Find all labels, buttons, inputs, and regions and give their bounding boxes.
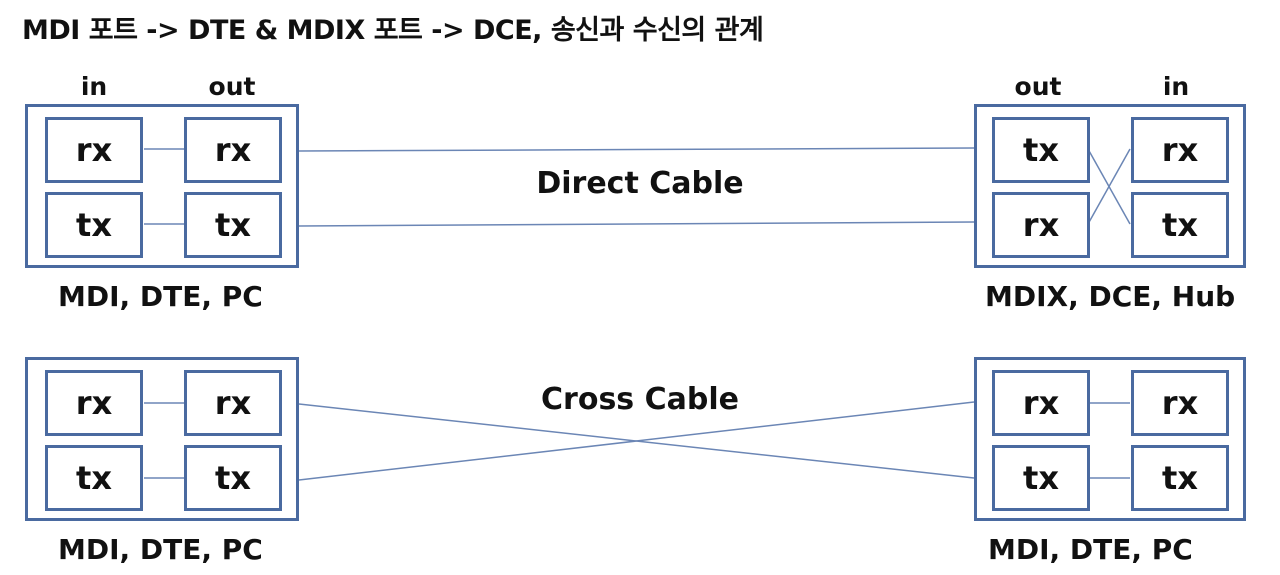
top-right-col-in-label: in bbox=[1162, 72, 1190, 101]
bottom-right-device: rx tx rx tx bbox=[974, 357, 1246, 521]
direct-cable-wire-2 bbox=[298, 221, 975, 227]
top-left-out-port-tx: tx bbox=[184, 192, 282, 258]
bottom-left-out-port-rx: rx bbox=[184, 370, 282, 436]
bottom-left-device: rx tx rx tx bbox=[25, 357, 299, 521]
top-left-col-in-label: in bbox=[80, 72, 108, 101]
top-left-out-port-rx: rx bbox=[184, 117, 282, 183]
bottom-left-in-port-rx: rx bbox=[45, 370, 143, 436]
top-right-out-port-rx: rx bbox=[992, 192, 1090, 258]
top-left-col-out-label: out bbox=[208, 72, 256, 101]
bottom-left-out-port-tx: tx bbox=[184, 445, 282, 511]
top-right-device: tx rx rx tx bbox=[974, 104, 1246, 268]
top-left-in-port-rx: rx bbox=[45, 117, 143, 183]
top-right-out-port-tx: tx bbox=[992, 117, 1090, 183]
bottom-right-device-label: MDI, DTE, PC bbox=[988, 533, 1193, 566]
cross-cable-label: Cross Cable bbox=[541, 382, 739, 417]
top-left-in-port-tx: tx bbox=[45, 192, 143, 258]
bottom-left-device-label: MDI, DTE, PC bbox=[58, 533, 263, 566]
bottom-right-in-port-rx: rx bbox=[1131, 370, 1229, 436]
bottom-right-in-port-tx: tx bbox=[1131, 445, 1229, 511]
bottom-left-in-port-tx: tx bbox=[45, 445, 143, 511]
top-right-in-port-tx: tx bbox=[1131, 192, 1229, 258]
top-left-device-label: MDI, DTE, PC bbox=[58, 280, 263, 313]
bottom-right-out-port-tx: tx bbox=[992, 445, 1090, 511]
top-right-in-port-rx: rx bbox=[1131, 117, 1229, 183]
internal-cross-top-right-2 bbox=[1087, 148, 1131, 225]
cross-cable-wire-2 bbox=[298, 401, 975, 481]
top-right-col-out-label: out bbox=[1014, 72, 1062, 101]
top-left-device: rx tx rx tx bbox=[25, 104, 299, 268]
direct-cable-wire-1 bbox=[298, 147, 975, 152]
direct-cable-label: Direct Cable bbox=[536, 166, 744, 201]
bottom-right-out-port-rx: rx bbox=[992, 370, 1090, 436]
page-title: MDI 포트 -> DTE & MDIX 포트 -> DCE, 송신과 수신의 … bbox=[22, 15, 764, 46]
top-right-device-label: MDIX, DCE, Hub bbox=[985, 280, 1236, 313]
